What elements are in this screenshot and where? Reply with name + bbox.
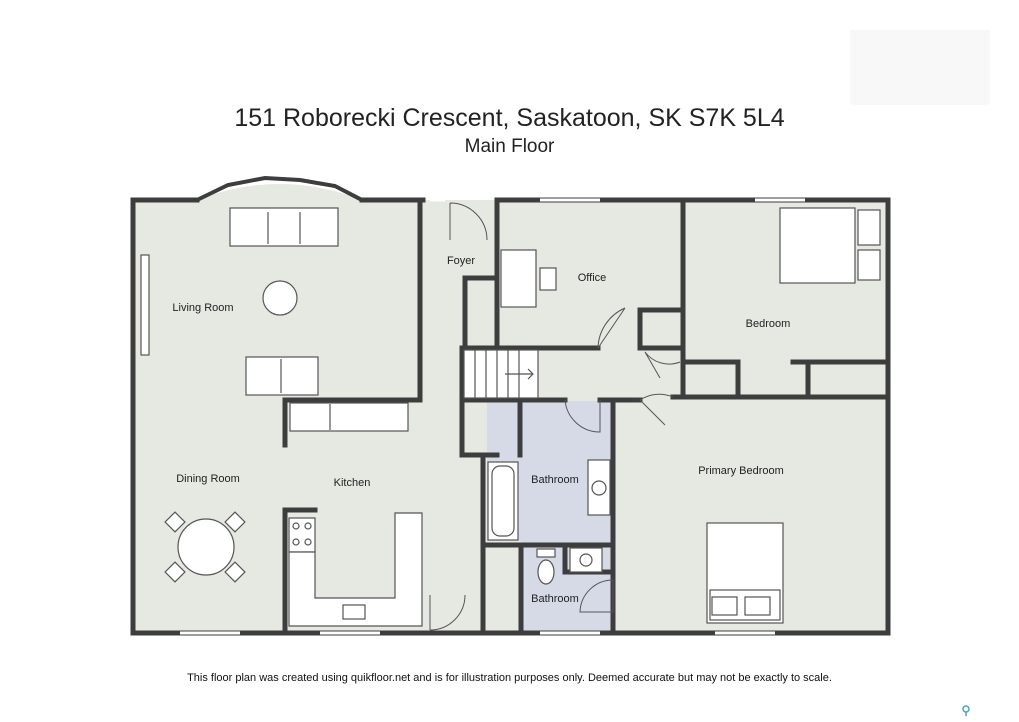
label-bathroom-ensuite: Bathroom	[531, 593, 579, 605]
disclaimer-text: This floor plan was created using quikfl…	[187, 672, 832, 684]
dining-table-icon	[177, 518, 235, 576]
loveseat-icon	[245, 356, 319, 396]
tv-unit-icon	[140, 254, 150, 356]
page-subtitle: Main Floor	[464, 136, 555, 157]
stove-icon	[288, 517, 316, 553]
label-office: Office	[578, 272, 607, 284]
label-kitchen: Kitchen	[334, 477, 371, 489]
label-living-room: Living Room	[172, 302, 233, 314]
sofa-icon	[229, 207, 339, 247]
page-title: 151 Roborecki Crescent, Saskatoon, SK S7…	[234, 104, 785, 132]
label-bedroom: Bedroom	[746, 318, 791, 330]
toilet-icon	[537, 559, 555, 585]
kitchen-counter-icon	[289, 402, 409, 432]
label-foyer: Foyer	[447, 255, 475, 267]
bed-icon	[779, 207, 856, 284]
doors	[429, 202, 681, 631]
label-dining-room: Dining Room	[176, 473, 240, 485]
watermark-logo	[850, 30, 990, 105]
coffee-table-icon	[262, 280, 298, 316]
stairs-icon	[463, 349, 539, 399]
windows	[180, 198, 805, 635]
lower-cabinets-icon	[288, 512, 423, 627]
location-pin-icon	[961, 704, 971, 716]
label-primary-bedroom: Primary Bedroom	[698, 465, 784, 477]
desk-icon	[500, 249, 537, 308]
chair-icon	[539, 267, 557, 291]
label-bathroom-main: Bathroom	[531, 474, 579, 486]
fixtures	[140, 207, 881, 627]
sink-icon	[342, 604, 366, 620]
